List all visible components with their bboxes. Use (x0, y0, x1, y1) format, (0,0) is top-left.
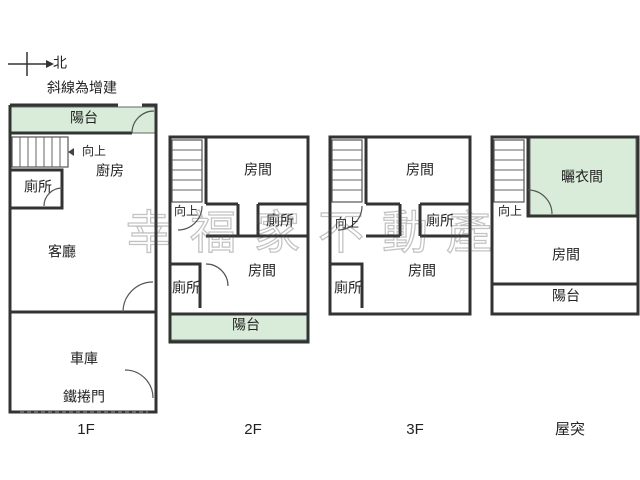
laundry-area (529, 137, 637, 217)
floor-label-3f: 3F (406, 421, 424, 438)
balcony-area-1f (9, 106, 157, 134)
floor-1f: 陽台 向上 廚房 廁所 客廳 車庫 鐵捲門 1F (8, 103, 158, 438)
room-label: 向上 (174, 203, 198, 218)
floor-label-roof: 屋突 (555, 421, 585, 438)
room-label: 房間 (244, 162, 272, 178)
stairs-3f (331, 139, 363, 203)
north-label: 北 (53, 55, 67, 71)
room-label: 廚房 (96, 163, 124, 179)
room-label: 向上 (498, 203, 522, 218)
stairs-roof (493, 139, 525, 203)
room-label: 陽台 (70, 110, 98, 126)
room-label: 向上 (82, 143, 106, 158)
watermark: 幸福家不動產 (126, 206, 510, 260)
north-arrow-icon (8, 52, 54, 76)
floor-label-2f: 2F (244, 421, 262, 438)
floor-roof: 向上 曬衣間 房間 陽台 屋突 (490, 135, 640, 438)
room-label: 房間 (248, 263, 276, 279)
up-arrow-icon (68, 148, 74, 156)
legend-note: 斜線為增建 (47, 80, 117, 96)
room-label: 鐵捲門 (63, 389, 105, 405)
room-label: 客廳 (48, 244, 76, 260)
room-label: 房間 (408, 263, 436, 279)
room-label: 陽台 (232, 317, 260, 333)
room-label: 房間 (552, 247, 580, 263)
room-label: 廁所 (426, 213, 454, 229)
floor-2f: 向上 房間 廁所 廁所 房間 陽台 2F (168, 135, 310, 438)
room-label: 廁所 (172, 280, 200, 296)
room-label: 曬衣間 (561, 169, 603, 185)
room-label: 廁所 (24, 179, 52, 195)
room-label: 陽台 (552, 288, 580, 304)
room-label: 車庫 (70, 351, 98, 367)
room-label: 廁所 (334, 280, 362, 296)
room-label: 向上 (335, 215, 359, 230)
stairs-2f (171, 139, 203, 203)
room-label: 房間 (406, 162, 434, 178)
room-label: 廁所 (266, 213, 294, 229)
floor-label-1f: 1F (77, 421, 95, 438)
floor-3f: 向上 房間 廁所 廁所 房間 3F (328, 135, 472, 438)
stairs-1f (11, 136, 74, 168)
